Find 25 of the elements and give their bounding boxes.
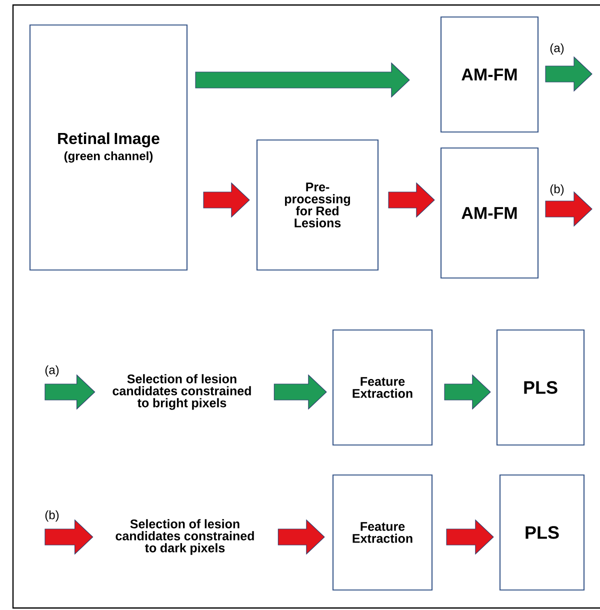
block-arrow bbox=[44, 374, 96, 410]
process-box: AM-FM bbox=[440, 147, 539, 279]
block-arrow bbox=[44, 519, 94, 555]
process-box: Pre-processing for Red Lesions bbox=[256, 139, 379, 271]
block-arrow bbox=[195, 62, 410, 98]
block-arrow bbox=[545, 56, 592, 92]
block-arrow bbox=[388, 182, 435, 218]
edge-label: (a) bbox=[44, 364, 60, 378]
edge-label: (a) bbox=[548, 42, 566, 56]
process-box: PLS bbox=[499, 474, 585, 591]
edge-label: (b) bbox=[548, 183, 566, 197]
process-box: Feature Extraction bbox=[332, 474, 433, 591]
block-arrow bbox=[278, 519, 325, 555]
edge-label: (b) bbox=[44, 509, 60, 523]
block-arrow bbox=[545, 191, 592, 227]
step-text: Selection of lesion candidates constrained to dark pixels bbox=[116, 519, 254, 555]
input-box: Retinal Image (green channel) bbox=[29, 24, 188, 271]
process-box: AM-FM bbox=[440, 16, 539, 133]
block-arrow bbox=[444, 374, 491, 410]
process-box: Feature Extraction bbox=[332, 329, 433, 446]
step-text: Selection of lesion candidates constrained to bright pixels bbox=[112, 374, 251, 410]
block-arrow bbox=[274, 374, 327, 410]
process-box: PLS bbox=[496, 329, 585, 446]
block-arrow bbox=[446, 519, 494, 555]
block-arrow bbox=[203, 182, 250, 218]
